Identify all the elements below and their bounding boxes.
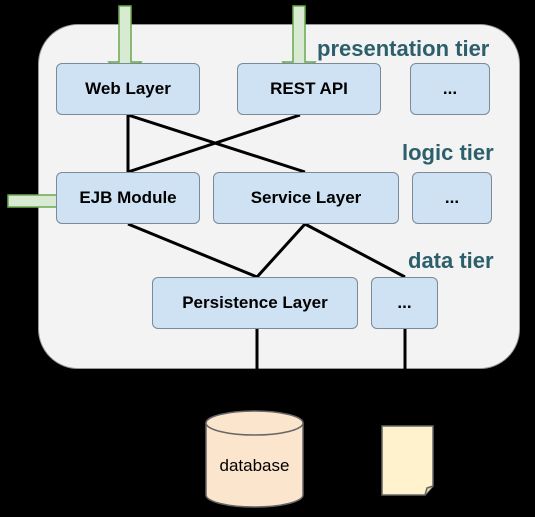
presentation-tier-label: presentation tier: [317, 36, 490, 61]
file-document-icon: [381, 425, 434, 496]
service-layer-node: Service Layer: [213, 172, 399, 224]
presentation-more-node: ...: [410, 63, 490, 115]
logic-more-node: ...: [412, 172, 492, 224]
logic-tier-label: logic tier: [402, 140, 494, 165]
ejb-module-node: EJB Module: [56, 172, 200, 224]
data-tier-label: data tier: [408, 248, 494, 273]
data-more-node: ...: [371, 277, 438, 329]
web-layer-node: Web Layer: [56, 63, 200, 115]
persistence-layer-node: Persistence Layer: [152, 277, 358, 329]
rest-api-node: REST API: [237, 63, 381, 115]
database-label: database: [219, 456, 290, 475]
